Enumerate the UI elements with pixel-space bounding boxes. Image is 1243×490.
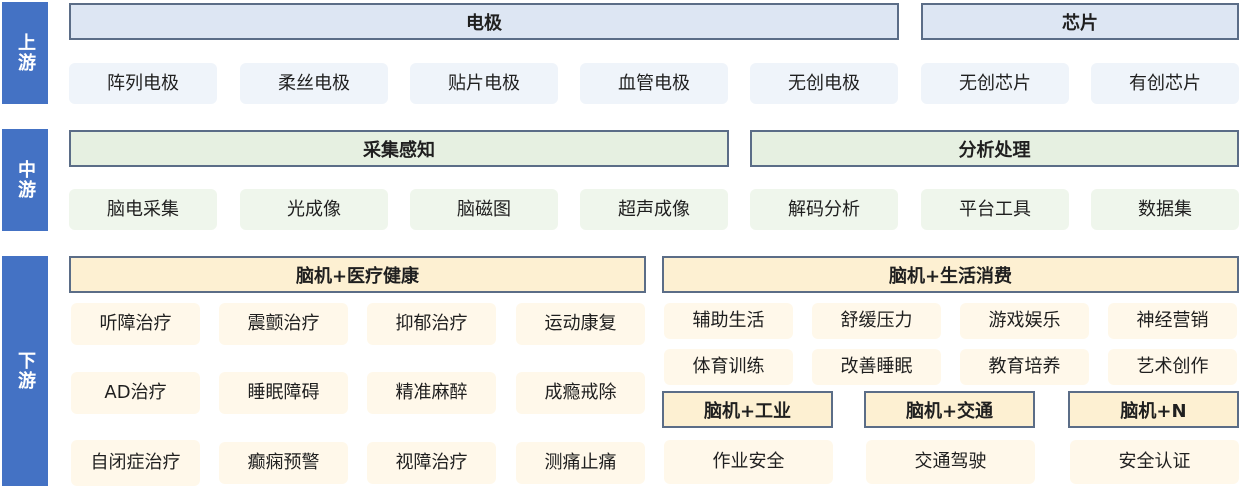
medical-item: 测痛止痛: [516, 442, 645, 484]
life-item: 体育训练: [664, 349, 793, 385]
header-n: 脑机+N: [1068, 391, 1239, 428]
medical-item: 震颤治疗: [219, 303, 348, 345]
midstream-item: 解码分析: [750, 189, 898, 230]
medical-item: 睡眠障碍: [219, 372, 348, 414]
header-chip: 芯片: [921, 3, 1239, 40]
midstream-item: 脑磁图: [410, 189, 558, 230]
life-item: 游戏娱乐: [960, 303, 1089, 339]
life-item: 改善睡眠: [812, 349, 941, 385]
medical-item: 视障治疗: [367, 442, 496, 484]
medical-item: 精准麻醉: [367, 372, 496, 414]
upstream-item: 血管电极: [580, 63, 728, 104]
midstream-item: 光成像: [240, 189, 388, 230]
midstream-item: 超声成像: [580, 189, 728, 230]
medical-item: 成瘾戒除: [516, 372, 645, 414]
medical-item: 运动康复: [516, 303, 645, 345]
life-item: 神经营销: [1108, 303, 1237, 339]
life-item: 教育培养: [960, 349, 1089, 385]
medical-item: 抑郁治疗: [367, 303, 496, 345]
header-life: 脑机+生活消费: [662, 256, 1239, 293]
life-item: 舒缓压力: [812, 303, 941, 339]
midstream-item: 平台工具: [921, 189, 1069, 230]
header-medical: 脑机+医疗健康: [69, 256, 646, 293]
header-electrode: 电极: [69, 3, 899, 40]
midstream-item: 脑电采集: [69, 189, 217, 230]
header-acquisition: 采集感知: [69, 130, 729, 167]
upstream-item: 阵列电极: [69, 63, 217, 104]
midstream-item: 数据集: [1091, 189, 1239, 230]
upstream-item: 无创芯片: [921, 63, 1069, 104]
life-item: 辅助生活: [664, 303, 793, 339]
industry-item: 作业安全: [664, 440, 833, 484]
n-item: 安全认证: [1070, 440, 1239, 484]
header-traffic: 脑机+交通: [864, 391, 1035, 428]
medical-item: AD治疗: [71, 372, 200, 414]
upstream-label: 上游: [2, 2, 48, 104]
upstream-item: 贴片电极: [410, 63, 558, 104]
medical-item: 听障治疗: [71, 303, 200, 345]
header-analysis: 分析处理: [750, 130, 1239, 167]
header-industry: 脑机+工业: [662, 391, 833, 428]
midstream-label: 中游: [2, 129, 48, 231]
life-item: 艺术创作: [1108, 349, 1237, 385]
upstream-item: 柔丝电极: [240, 63, 388, 104]
downstream-label: 下游: [2, 256, 48, 486]
upstream-item: 无创电极: [750, 63, 898, 104]
upstream-item: 有创芯片: [1091, 63, 1239, 104]
traffic-item: 交通驾驶: [866, 440, 1035, 484]
medical-item: 癫痫预警: [219, 442, 348, 484]
medical-item: 自闭症治疗: [71, 440, 200, 486]
